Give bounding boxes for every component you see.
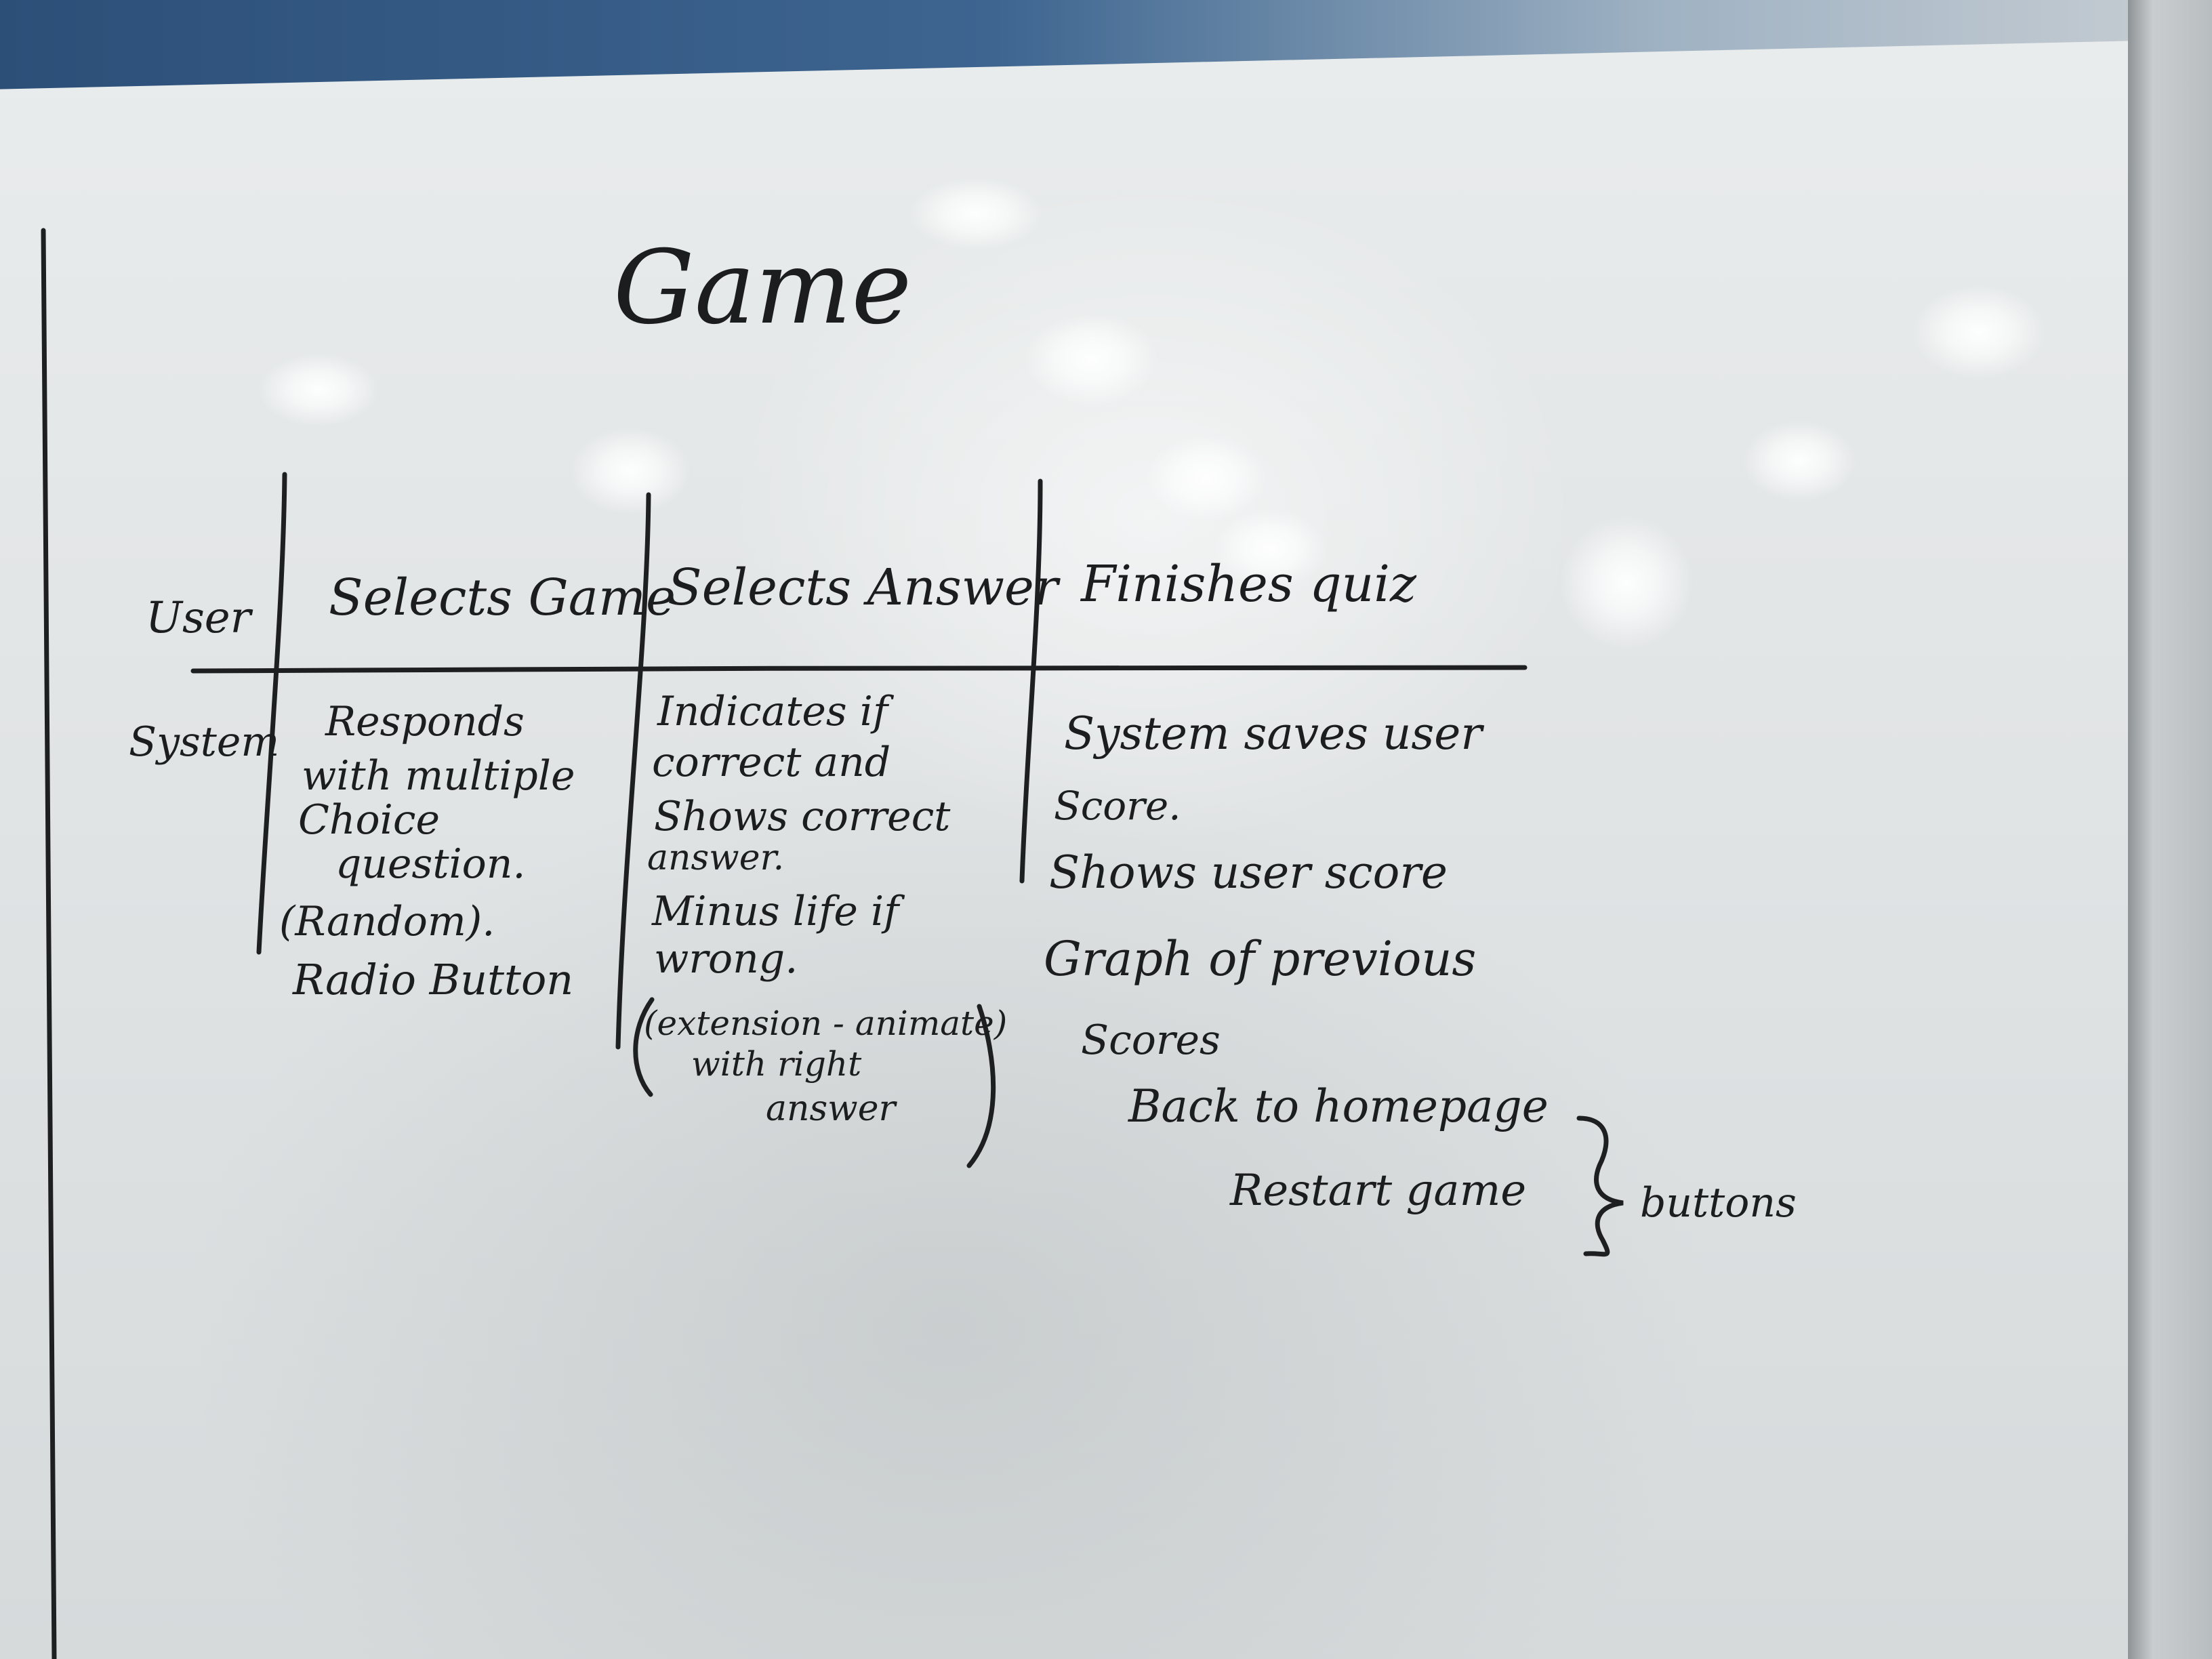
- column-header: Selects Game: [329, 569, 676, 627]
- column-header: Finishes quiz: [1081, 555, 1416, 613]
- cell-line: with multiple: [302, 752, 575, 800]
- cell-line: Scores: [1081, 1017, 1221, 1064]
- cell-line: Restart game: [1230, 1166, 1527, 1216]
- cell-line: Choice: [298, 796, 440, 844]
- column-header: Selects Answer: [668, 558, 1059, 617]
- cell-line: with right: [691, 1044, 862, 1084]
- cell-line: correct and: [652, 739, 891, 786]
- cell-line: question.: [335, 840, 526, 888]
- column-divider-3: [1019, 478, 1043, 884]
- cell-line: wrong.: [654, 935, 798, 983]
- cell-line: Back to homepage: [1128, 1080, 1549, 1132]
- row-label-user: User: [146, 593, 251, 643]
- light-glare: [1911, 285, 2047, 380]
- extension-paren-right: [966, 1004, 996, 1168]
- buttons-brace: [1576, 1115, 1624, 1257]
- cell-line: answer.: [647, 838, 785, 878]
- light-glare: [1742, 420, 1857, 501]
- cell-line: Shows correct: [654, 793, 951, 840]
- extension-paren-left: [633, 997, 655, 1097]
- light-glare: [908, 176, 1044, 251]
- row-label-system: System: [129, 718, 280, 766]
- board-frame: [2128, 0, 2212, 1659]
- light-glare: [1213, 508, 1328, 590]
- light-glare: [258, 352, 380, 427]
- cell-line: Radio Button: [293, 955, 574, 1004]
- cell-line: (extension - animate): [644, 1004, 1008, 1043]
- brace-label: buttons: [1640, 1179, 1797, 1227]
- cell-line: Minus life if: [652, 888, 899, 935]
- left-margin-line: [41, 228, 57, 1659]
- board-title: Game: [613, 229, 912, 347]
- light-glare: [1023, 312, 1159, 407]
- horizontal-divider: [190, 664, 1528, 674]
- light-glare: [1559, 515, 1694, 651]
- cell-line: Indicates if: [657, 688, 888, 735]
- whiteboard: [0, 41, 2142, 1659]
- column-divider-1: [256, 472, 287, 955]
- cell-line: Responds: [325, 698, 525, 745]
- cell-line: answer: [766, 1088, 896, 1129]
- cell-line: Score.: [1054, 783, 1181, 829]
- light-glare: [569, 427, 691, 515]
- column-divider-2: [615, 492, 651, 1050]
- light-glare: [1145, 434, 1267, 522]
- cell-line: Shows user score: [1049, 846, 1448, 899]
- cell-line: (Random).: [279, 898, 495, 945]
- cell-line: Graph of previous: [1044, 931, 1477, 987]
- cell-line: System saves user: [1064, 708, 1482, 760]
